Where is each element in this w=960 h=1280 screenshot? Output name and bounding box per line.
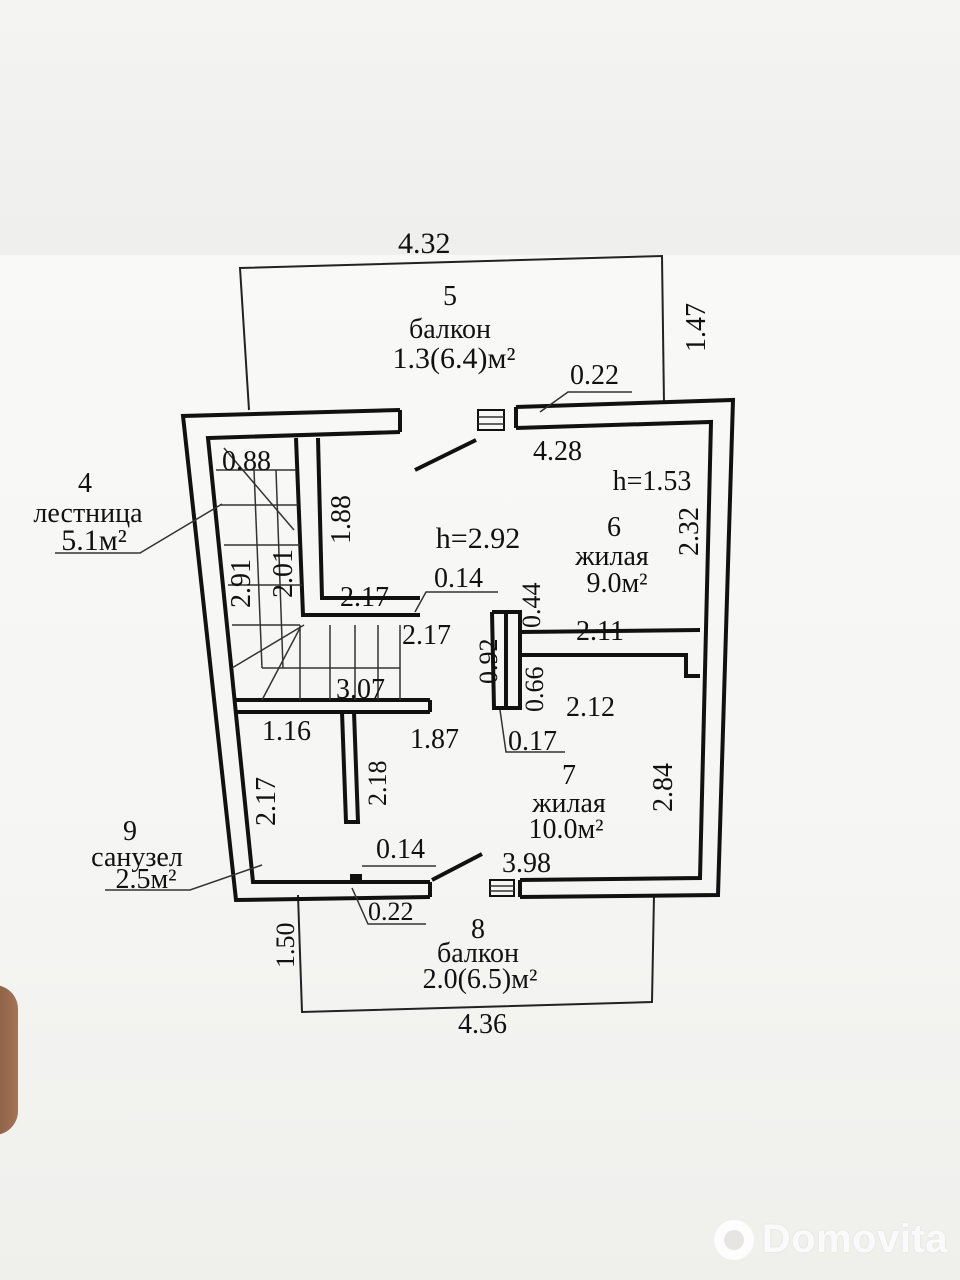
dim-217c: 2.17 — [251, 777, 282, 826]
dim-116: 1.16 — [262, 716, 311, 747]
room-7-area: 10.0м² — [528, 814, 603, 845]
dim-398: 3.98 — [502, 848, 551, 879]
room-7-number: 7 — [562, 760, 576, 791]
dim-187: 1.87 — [410, 724, 459, 755]
room-9-area: 2.5м² — [115, 864, 176, 895]
dim-218: 2.18 — [363, 761, 392, 807]
dim-bottom-width: 4.36 — [458, 1009, 507, 1040]
dim-bath-wall: 0.14 — [376, 834, 425, 865]
dim-bottom-balcony: 1.50 — [271, 923, 300, 969]
room-8-area: 2.0(6.5)м² — [423, 964, 538, 995]
dim-217b: 2.17 — [402, 620, 451, 651]
dim-wall-top: 0.22 — [570, 360, 619, 391]
plan-sheet — [0, 255, 960, 1280]
dim-092: 0.92 — [474, 639, 503, 685]
dim-044: 0.44 — [517, 583, 546, 629]
room-5-number: 5 — [443, 281, 457, 312]
dim-014: 0.14 — [434, 563, 483, 594]
door-bottom — [431, 852, 515, 897]
balcony-5-outline — [238, 254, 665, 411]
stair-lines — [216, 447, 401, 701]
room-4-name: лестница — [33, 498, 143, 529]
room-8-name: балкон — [437, 938, 519, 969]
dim-wall-bottom: 0.22 — [368, 897, 414, 926]
room-6-area: 9.0м² — [586, 568, 647, 599]
hall-height: h=2.92 — [436, 522, 520, 555]
room-9-name: санузел — [91, 842, 183, 873]
dim-284: 2.84 — [648, 763, 679, 812]
watermark-text: Domovita — [761, 1217, 948, 1261]
dim-top-balcony: 1.47 — [681, 303, 712, 352]
room-6-number: 6 — [607, 512, 621, 543]
room-9-number: 9 — [123, 816, 137, 847]
watermark: Domovita — [713, 1217, 948, 1262]
room-8-number: 8 — [471, 914, 485, 945]
room-6-name: жилая — [574, 541, 649, 572]
dim-188: 1.88 — [326, 495, 357, 544]
dim-201: 2.01 — [268, 549, 299, 598]
dim-217a: 2.17 — [340, 582, 389, 613]
dim-212: 2.12 — [566, 692, 615, 723]
outer-walls — [180, 397, 736, 903]
door-top — [414, 409, 505, 472]
room-5-name: балкон — [409, 314, 491, 345]
interior-walls — [236, 437, 701, 824]
dim-017: 0.17 — [508, 726, 557, 757]
finger-edge — [0, 985, 18, 1135]
room-7-name: жилая — [531, 788, 606, 819]
dim-066: 0.66 — [520, 667, 549, 713]
domovita-logo-icon — [713, 1219, 754, 1260]
dim-top-width: 4.32 — [398, 227, 451, 260]
room-4-number: 4 — [78, 468, 92, 499]
dim-088: 0.88 — [222, 446, 271, 477]
balcony-8-outline — [297, 894, 655, 1014]
dim-307: 3.07 — [336, 674, 385, 705]
room-5-area: 1.3(6.4)м² — [393, 342, 516, 375]
dim-291: 2.91 — [226, 559, 257, 608]
dim-428: 4.28 — [533, 436, 582, 467]
dim-211: 2.11 — [576, 616, 624, 647]
vent-marker — [350, 874, 362, 882]
leader-lines — [55, 391, 632, 925]
room-4-area: 5.1м² — [61, 524, 126, 557]
dim-232: 2.32 — [674, 507, 705, 556]
room-6-height: h=1.53 — [613, 466, 692, 497]
